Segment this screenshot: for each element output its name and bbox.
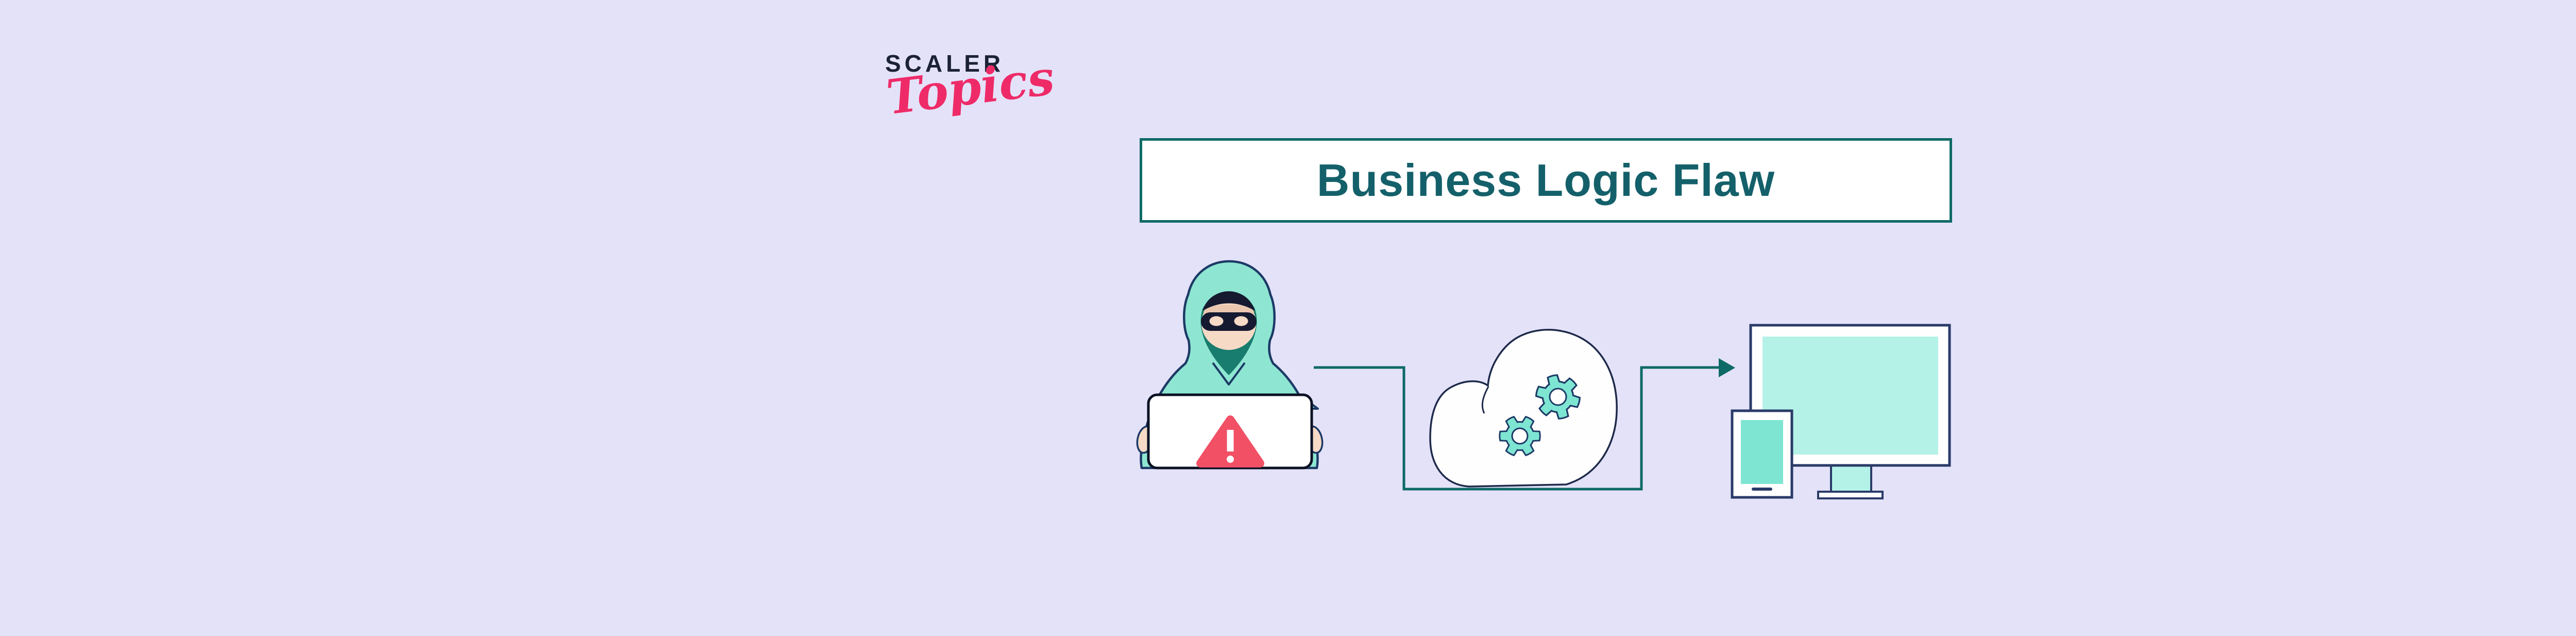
cloud-shape [1429, 329, 1618, 488]
page-title: Business Logic Flaw [1316, 155, 1775, 206]
hacker-icon [1136, 260, 1324, 470]
monitor-stand-neck [1830, 463, 1872, 494]
warning-triangle-icon [1196, 415, 1264, 467]
smartphone-icon [1731, 409, 1793, 499]
flow-connector-line [1314, 366, 1720, 491]
cloud-inner-arc [1481, 386, 1489, 414]
monitor-stand-base [1817, 491, 1884, 499]
gear-icon [1530, 370, 1586, 424]
cloud-icon [1429, 329, 1618, 488]
scaler-topics-logo: SCALER Topics [884, 49, 1057, 125]
hacker-hair [1202, 291, 1255, 311]
title-banner: Business Logic Flaw [1140, 138, 1952, 223]
hacker-flow-illustration [1136, 260, 1951, 499]
gear-icon [1499, 416, 1541, 456]
monitor-icon [1749, 324, 1951, 499]
mask-eye-hole [1209, 316, 1224, 326]
hacker-mask [1201, 312, 1257, 331]
mask-eye-hole [1234, 316, 1248, 326]
warning-exclamation-bar [1227, 430, 1234, 451]
arrow-icon [1719, 358, 1735, 377]
logo-brand-text: SCALER [885, 50, 1005, 77]
warning-exclamation-dot [1227, 456, 1234, 463]
hood-front-seam [1212, 362, 1246, 386]
smartphone-screen [1741, 420, 1783, 484]
